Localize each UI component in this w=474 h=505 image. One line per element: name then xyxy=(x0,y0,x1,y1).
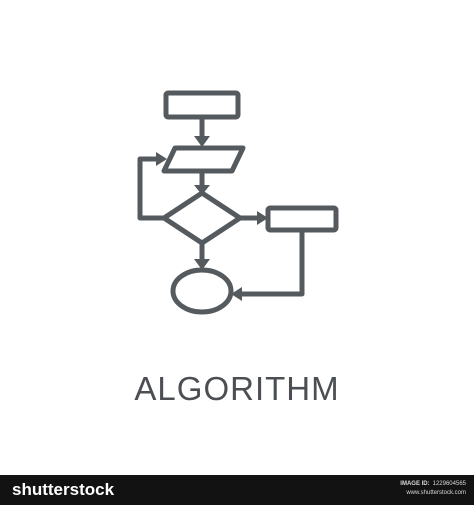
end-terminal xyxy=(170,267,234,315)
image-meta: IMAGE ID:1229604565 www.shutterstock.com xyxy=(400,480,466,498)
image-id-label: IMAGE ID: xyxy=(400,481,430,487)
process-block xyxy=(265,205,339,233)
decision-diamond xyxy=(161,190,243,246)
watermark-footer: shutterstock IMAGE ID:1229604565 www.shu… xyxy=(0,475,474,505)
stock-image-canvas: ALGORITHM xyxy=(134,90,340,407)
return-connector xyxy=(237,227,305,297)
io-parallelogram xyxy=(161,145,246,174)
arrowhead-right-loop xyxy=(156,152,167,166)
image-id-value: 1229604565 xyxy=(432,481,466,487)
icon-title: ALGORITHM xyxy=(134,370,340,407)
arrowhead-down-3 xyxy=(194,259,210,270)
arrowhead-down-2 xyxy=(194,185,210,195)
arrowhead-left-end xyxy=(231,287,242,301)
loop-back-connector xyxy=(137,156,167,221)
arrowhead-down-1 xyxy=(194,136,210,147)
start-block xyxy=(163,90,241,120)
image-id-row: IMAGE ID:1229604565 xyxy=(400,480,466,489)
flowchart-icon xyxy=(137,90,339,315)
brand-logo: shutterstock xyxy=(12,480,115,499)
site-url: www.shutterstock.com xyxy=(406,490,466,496)
arrowhead-right-process xyxy=(257,211,268,225)
